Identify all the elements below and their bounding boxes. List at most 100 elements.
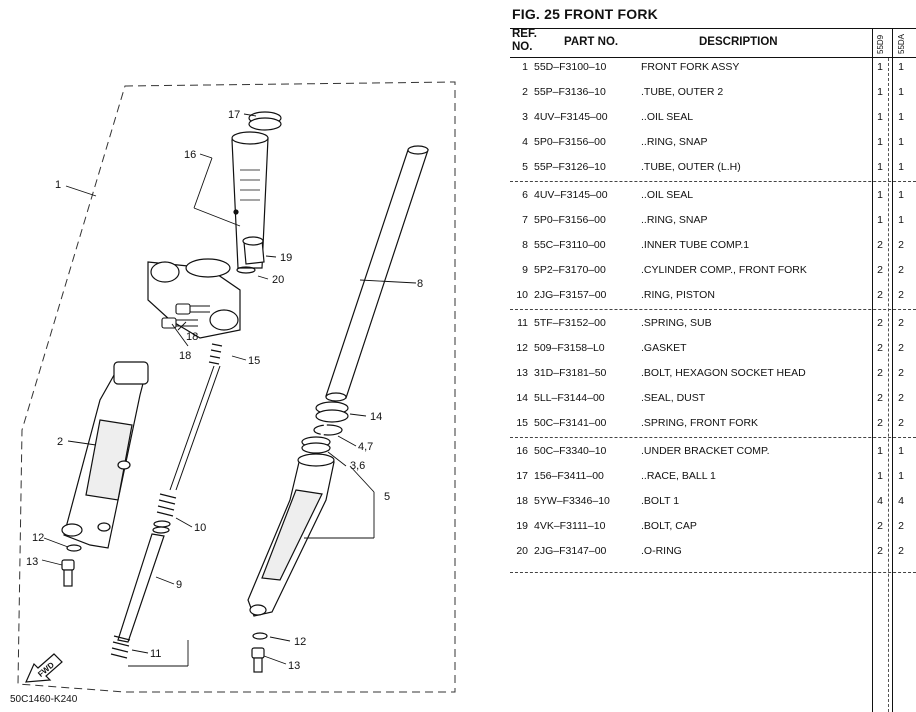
ref-no: 9 <box>522 264 528 276</box>
qty-55d9: 1 <box>877 445 883 457</box>
header-no: NO. <box>512 41 533 53</box>
description: ..RACE, BALL 1 <box>641 470 716 482</box>
part-number: 2JG–F3157–00 <box>534 289 607 301</box>
ref-no: 8 <box>522 239 528 251</box>
group-separator <box>510 309 916 310</box>
ref-no: 20 <box>516 545 528 557</box>
ref-no: 3 <box>522 111 528 123</box>
ref-no: 1 <box>522 61 528 73</box>
ref-no: 19 <box>516 520 528 532</box>
group-separator <box>510 572 916 573</box>
description: .RING, PISTON <box>641 289 715 301</box>
header-part-no: PART NO. <box>564 36 619 48</box>
description: ..OIL SEAL <box>641 111 694 123</box>
callout-20: 20 <box>272 274 284 286</box>
description: ..OIL SEAL <box>641 189 694 201</box>
ref-no: 16 <box>516 445 528 457</box>
qty-55da: 2 <box>898 367 904 379</box>
fork-spring <box>169 343 223 491</box>
callout-9: 9 <box>176 579 182 591</box>
part-number: 50C–F3340–10 <box>534 445 607 457</box>
qty-55d9: 2 <box>877 520 883 532</box>
callout-10: 10 <box>194 522 206 534</box>
callout-19: 19 <box>280 252 292 264</box>
qty-55da: 2 <box>898 239 904 251</box>
header-model-55da: 55DA <box>897 33 906 54</box>
header-ref: REF. <box>512 28 537 40</box>
gasket-right <box>252 632 268 640</box>
exploded-parts-diagram: FWD 1 2 16 17 19 20 18 18 15 8 14 4,7 3,… <box>10 81 456 705</box>
lower-spring <box>110 635 131 659</box>
qty-55da: 2 <box>898 342 904 354</box>
qty-55da: 2 <box>898 264 904 276</box>
socket-bolt-left <box>61 559 75 587</box>
qty-55d9: 2 <box>877 417 883 429</box>
oil-seal <box>301 436 331 454</box>
qty-55d9: 1 <box>877 136 883 148</box>
description: ..RING, SNAP <box>641 136 708 148</box>
qty-55da: 2 <box>898 317 904 329</box>
qty-55d9: 1 <box>877 61 883 73</box>
column-rule-1 <box>872 28 873 712</box>
description: FRONT FORK ASSY <box>641 61 740 73</box>
ref-no: 18 <box>516 495 528 507</box>
dust-seal <box>315 401 349 423</box>
part-number: 5P0–F3156–00 <box>534 136 606 148</box>
callout-4-7: 4,7 <box>358 441 373 453</box>
part-number: 55D–F3100–10 <box>534 61 607 73</box>
part-number: 2JG–F3147–00 <box>534 545 607 557</box>
leader-lines <box>41 113 417 667</box>
under-bracket <box>147 131 269 339</box>
part-number: 4VK–F3111–10 <box>534 520 606 532</box>
qty-55da: 1 <box>898 470 904 482</box>
assembly-boundary <box>17 81 456 693</box>
part-number: 5P2–F3170–00 <box>534 264 606 276</box>
description: .INNER TUBE COMP.1 <box>641 239 750 251</box>
qty-55d9: 4 <box>877 495 883 507</box>
ref-no: 4 <box>522 136 528 148</box>
o-ring <box>236 266 256 274</box>
qty-55d9: 2 <box>877 392 883 404</box>
part-number: 5YW–F3346–10 <box>534 495 610 507</box>
qty-55da: 2 <box>898 392 904 404</box>
qty-55da: 1 <box>898 214 904 226</box>
description: .BOLT, HEXAGON SOCKET HEAD <box>641 367 806 379</box>
piston-ring <box>152 520 171 534</box>
qty-55d9: 1 <box>877 161 883 173</box>
qty-55da: 4 <box>898 495 904 507</box>
qty-55d9: 1 <box>877 189 883 201</box>
qty-55da: 1 <box>898 445 904 457</box>
qty-55da: 1 <box>898 111 904 123</box>
callout-18b: 18 <box>179 350 191 362</box>
ref-no: 13 <box>516 367 528 379</box>
part-number: 5P0–F3156–00 <box>534 214 606 226</box>
table-row: 9 5P2–F3170–00 .CYLINDER COMP., FRONT FORK… <box>510 264 916 289</box>
qty-55d9: 1 <box>877 214 883 226</box>
header-bottom-rule <box>510 57 916 58</box>
ref-no: 10 <box>516 289 528 301</box>
description: .SPRING, SUB <box>641 317 712 329</box>
description: .O-RING <box>641 545 682 557</box>
callout-13a: 13 <box>26 556 38 568</box>
description: .SPRING, FRONT FORK <box>641 417 759 429</box>
ref-no: 15 <box>516 417 528 429</box>
callout-1: 1 <box>55 179 61 191</box>
snap-ring <box>313 424 343 436</box>
ref-no: 12 <box>516 342 528 354</box>
qty-55d9: 2 <box>877 367 883 379</box>
callout-3-6: 3,6 <box>350 460 365 472</box>
sub-spring <box>156 493 177 517</box>
column-dash <box>888 58 889 712</box>
description: .CYLINDER COMP., FRONT FORK <box>641 264 807 276</box>
